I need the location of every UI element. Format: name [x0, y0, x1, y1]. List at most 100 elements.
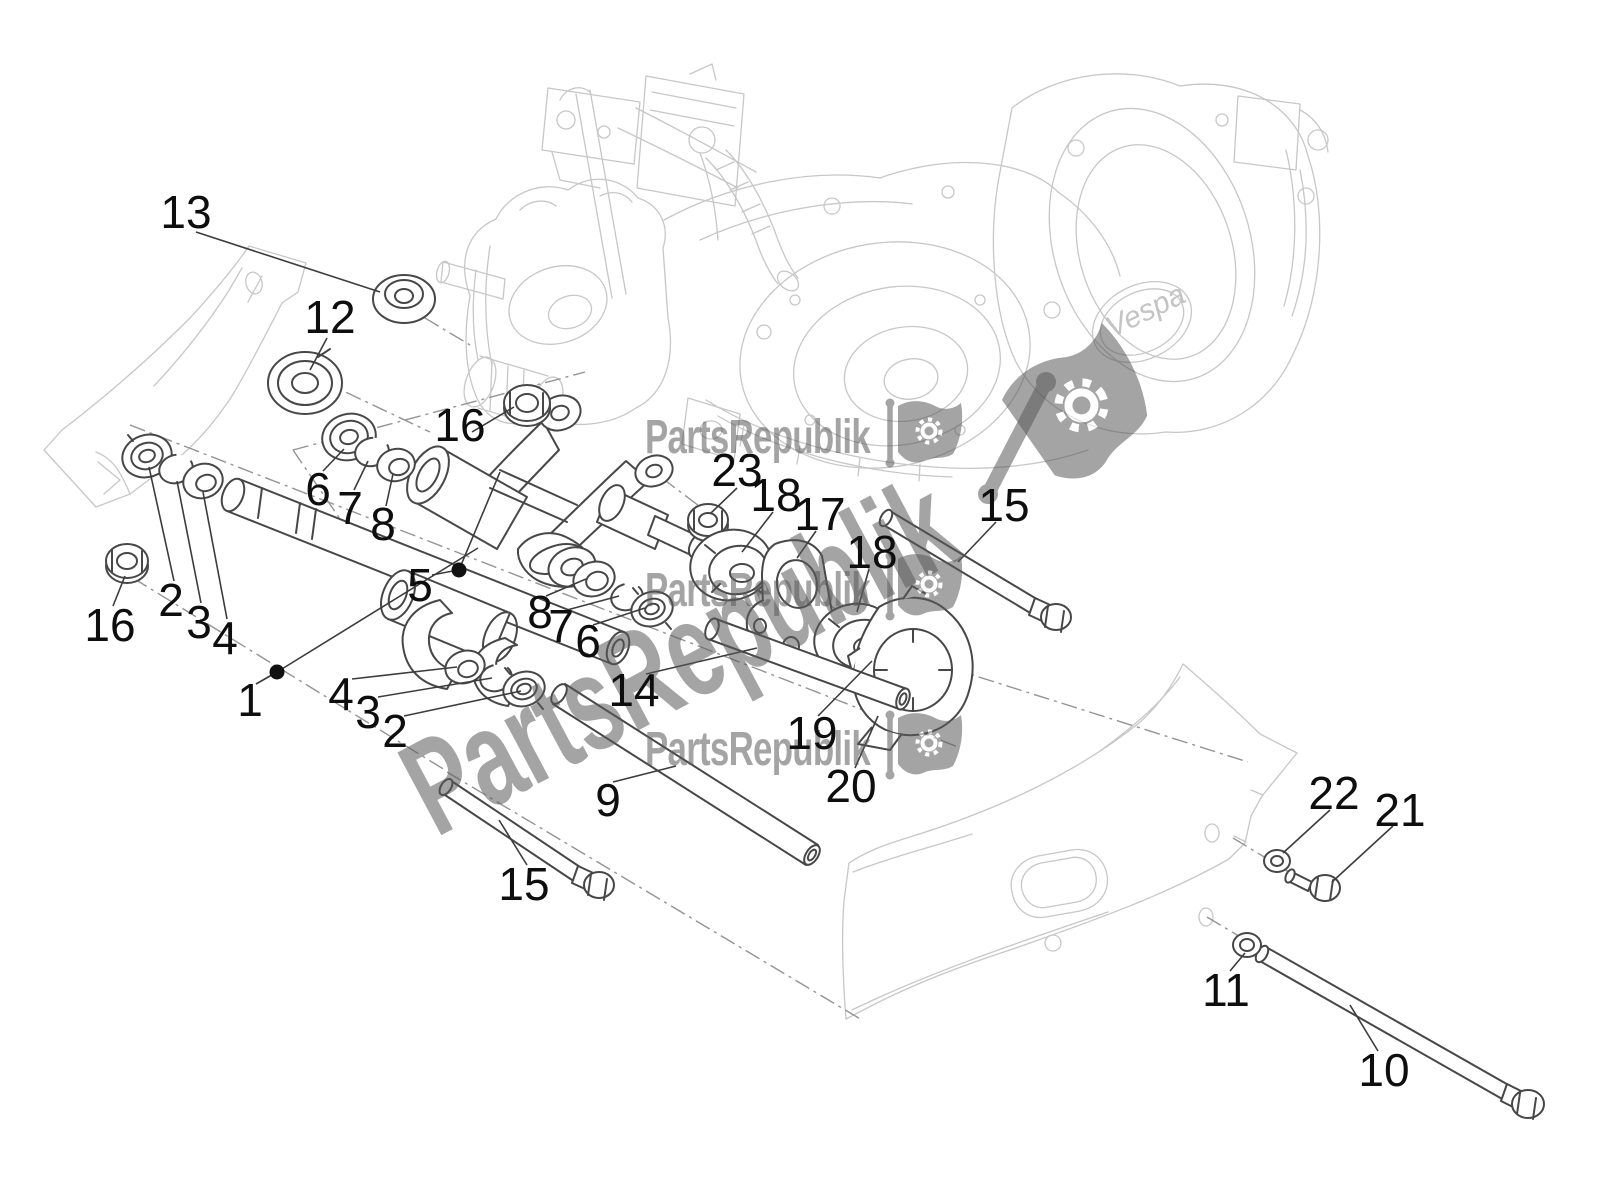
leader-line-1: [276, 547, 479, 673]
leader-line-23: [710, 487, 738, 514]
part-label-18-24: 18: [846, 526, 897, 578]
leader-line-6: [322, 448, 345, 472]
leader-line-7: [566, 595, 620, 611]
part-label-18-22: 18: [750, 469, 801, 521]
leader-line-4: [351, 666, 458, 680]
watermark-pole-icon: [885, 398, 895, 468]
watermark-horizontal-3: PartsRepublik: [645, 710, 965, 780]
part-label-6-3: 6: [305, 463, 331, 515]
part-label-6-17: 6: [575, 615, 601, 667]
part-nut-16-upper: [503, 384, 551, 427]
leader-line-7: [353, 460, 369, 491]
part-bushing-4: [182, 462, 224, 500]
part-bushing-8-mid: [572, 560, 616, 598]
leader-line-15: [498, 819, 528, 866]
part-label-15-20: 15: [498, 858, 549, 910]
part-label-8-5: 8: [370, 498, 396, 550]
part-label-20-27: 20: [825, 760, 876, 812]
vespa-logo: Vespa: [1101, 278, 1191, 344]
leader-line-9: [612, 765, 677, 783]
leader-line-6: [592, 607, 646, 626]
watermark-brand-text: PartsRepublik: [645, 411, 871, 464]
part-label-2-14: 2: [382, 705, 408, 757]
frame-bracket-art: [43, 245, 307, 508]
part-shaft-1: [220, 477, 631, 666]
part-washer-2-lower: [502, 667, 546, 710]
leader-line-4: [202, 491, 228, 620]
part-label-1-10: 1: [237, 674, 263, 726]
part-rod-14: [704, 617, 911, 711]
part-bolt-21: [1284, 868, 1341, 902]
part-label-14-18: 14: [608, 664, 659, 716]
part-label-10-31: 10: [1358, 1044, 1409, 1096]
part-label-19-26: 19: [786, 707, 837, 759]
leader-line-3: [377, 677, 493, 698]
leader-line-2: [403, 690, 522, 717]
watermark-horizontal-1: PartsRepublik: [645, 398, 965, 468]
part-nut-16-lower: [105, 543, 149, 584]
leader-line-12: [309, 337, 328, 371]
part-bolt-15-lower: [438, 777, 615, 901]
part-washer-13: [372, 274, 436, 324]
part-label-7-4: 7: [337, 482, 363, 534]
leader-line-8: [385, 473, 394, 507]
leader-line-13: [195, 231, 381, 293]
body-panel-art: [841, 663, 1298, 1020]
watermark-brand-text: PartsRepublik: [645, 723, 871, 776]
leader-line-15: [957, 521, 997, 563]
part-label-16-2: 16: [434, 399, 485, 451]
part-label-23-21: 23: [711, 444, 762, 496]
leader-line-17: [796, 530, 817, 559]
leader-line-19: [817, 660, 873, 717]
part-label-4-12: 4: [328, 668, 354, 720]
leader-line-18: [741, 511, 774, 553]
leader-line-10: [1349, 1004, 1379, 1052]
callout-layer: [112, 231, 1394, 1052]
part-bearing-12: [267, 348, 343, 415]
part-label-11-30: 11: [1202, 964, 1250, 1016]
leader-line-5: [458, 471, 501, 571]
leader-line-16: [112, 575, 126, 607]
part-label-7-16: 7: [548, 600, 574, 652]
leader-line-14: [645, 647, 758, 675]
part-rod-9: [550, 683, 821, 866]
part-label-17-23: 17: [794, 488, 845, 540]
reference-dot-5: [451, 562, 467, 578]
watermark-brand-text: PartsRepublik: [645, 564, 871, 617]
leader-line-2: [148, 466, 175, 582]
part-label-5-11: 5: [407, 559, 433, 611]
part-label-2-6: 2: [158, 574, 184, 626]
part-bushing-4-lower: [444, 649, 486, 685]
part-label-21-29: 21: [1374, 784, 1425, 836]
part-washer-11: [1232, 932, 1262, 958]
part-washer-6-mid: [630, 587, 674, 630]
leader-line-20: [854, 715, 879, 769]
leader-line-3: [176, 480, 202, 604]
part-label-3-13: 3: [355, 686, 381, 738]
part-label-9-19: 9: [595, 774, 621, 826]
watermark-pole-icon: [885, 710, 895, 780]
part-label-15-25: 15: [978, 479, 1029, 531]
exploded-parts-art: [105, 274, 1545, 1120]
leader-line-11: [1229, 952, 1246, 972]
part-washer-22: [1263, 849, 1291, 873]
part-label-4-8: 4: [212, 612, 238, 664]
leader-line-22: [1282, 809, 1331, 854]
watermark-pole-icon: [885, 551, 895, 621]
leader-line-16: [471, 406, 515, 433]
part-label-13-0: 13: [160, 186, 211, 238]
watermark-horizontal-2: PartsRepublik: [645, 551, 965, 621]
leader-line-8: [545, 578, 587, 597]
part-bushing-8-upper: [376, 447, 416, 483]
leader-line-18: [856, 568, 870, 613]
part-label-22-28: 22: [1308, 767, 1359, 819]
part-disc-18a: [689, 528, 773, 602]
part-label-12-1: 12: [304, 291, 355, 343]
part-label-3-7: 3: [186, 596, 212, 648]
part-label-8-15: 8: [527, 586, 553, 638]
leader-line-21: [1331, 825, 1394, 883]
part-label-16-9: 16: [84, 599, 135, 651]
